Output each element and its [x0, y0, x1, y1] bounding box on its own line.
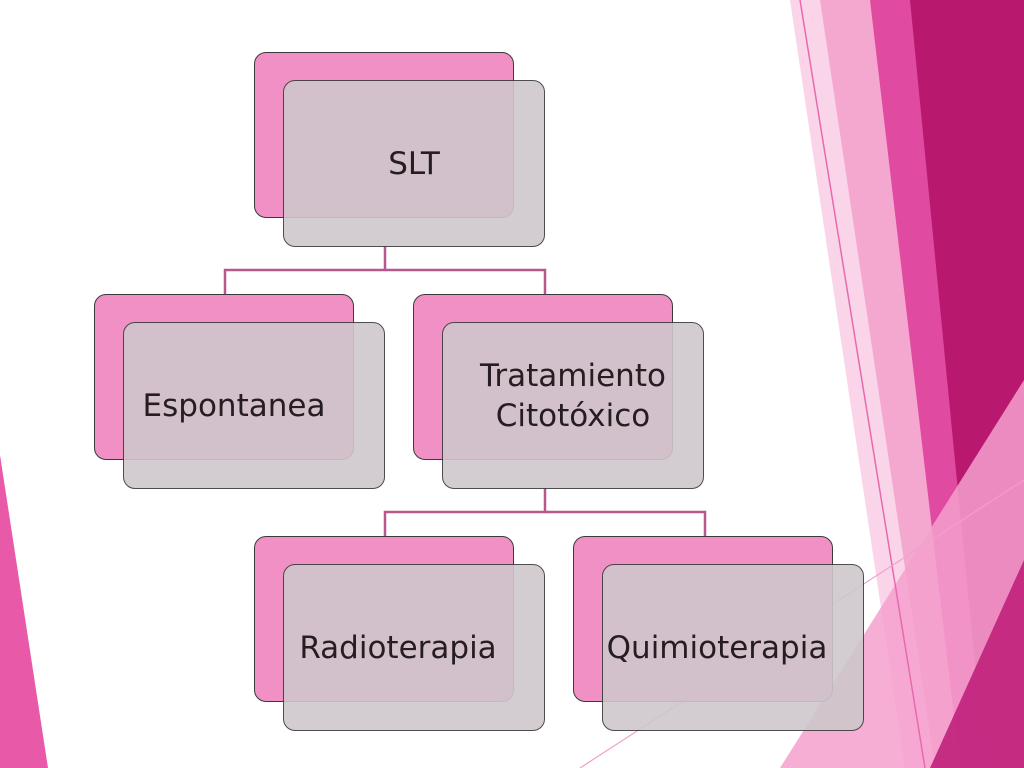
- node-slt-label: SLT: [388, 145, 440, 182]
- node-tratamiento-label: Tratamiento Citotóxico: [480, 357, 666, 434]
- right-lower-dark-panel: [930, 560, 1024, 768]
- node-radioterapia-label: Radioterapia: [299, 629, 497, 666]
- connector-tratamiento-children: [383, 488, 547, 536]
- node-quimioterapia-front-card: Quimioterapia: [602, 564, 864, 731]
- node-quimioterapia-label: Quimioterapia: [606, 629, 828, 666]
- node-tratamiento-front-card: Tratamiento Citotóxico: [442, 322, 704, 489]
- node-espontanea-label: Espontanea: [142, 387, 326, 424]
- node-slt-front-card: SLT: [283, 80, 545, 247]
- left-pink-stripe: [0, 455, 48, 768]
- node-espontanea-front-card: Espontanea: [123, 322, 385, 489]
- connector-root-children: [223, 246, 387, 294]
- connector-tratamiento-right: [545, 510, 707, 536]
- connector-root-right: [385, 268, 547, 294]
- node-radioterapia-front-card: Radioterapia: [283, 564, 545, 731]
- decor-line-1: [799, 0, 926, 768]
